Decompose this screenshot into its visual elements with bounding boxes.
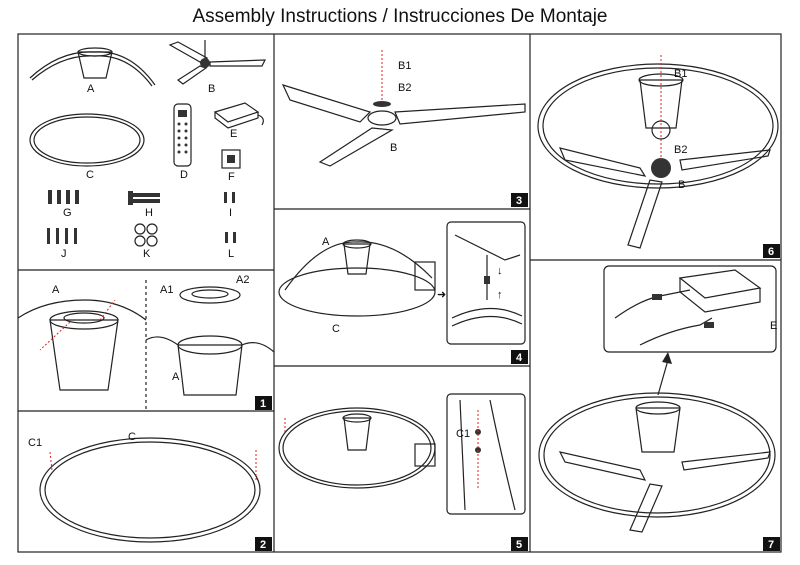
step7-receiver-inset	[603, 265, 777, 353]
step2-ring	[39, 437, 261, 543]
step4-label-a: A	[322, 236, 330, 248]
part-h-bolts	[128, 191, 160, 205]
step-badge	[511, 537, 528, 551]
step-badge	[763, 537, 780, 551]
part-label-i: I	[229, 207, 232, 219]
step3-label-b: B	[390, 142, 397, 154]
part-label-a: A	[87, 83, 95, 95]
step3-label-b1: B1	[398, 60, 411, 72]
step6-label-b1: B1	[674, 68, 687, 80]
arrow-down-icon: ↓	[497, 265, 503, 277]
arrow-up-icon: ↑	[497, 289, 503, 301]
step1-label-a: A	[52, 284, 60, 296]
step4-number: 4	[516, 352, 523, 364]
part-label-b: B	[208, 83, 215, 95]
part-label-f: F	[228, 171, 235, 183]
step6-number: 6	[768, 246, 774, 258]
step3-blades	[281, 50, 526, 167]
part-d-remote	[173, 103, 192, 167]
step5-label-c1: C1	[456, 428, 470, 440]
part-label-c: C	[86, 169, 94, 181]
step-badge	[763, 244, 780, 258]
step5-detail-inset	[446, 393, 526, 515]
step5-number: 5	[516, 539, 522, 551]
part-f-bracket	[221, 149, 241, 169]
part-label-e: E	[230, 128, 237, 140]
step1-label-a2: A2	[236, 274, 249, 286]
part-c-ring	[29, 113, 145, 167]
step6-label-b2: B2	[674, 144, 687, 156]
step5-assembly	[278, 407, 436, 489]
step6-assembly	[537, 55, 779, 249]
step6-label-b: B	[678, 179, 685, 191]
step2-label-c: C	[128, 431, 136, 443]
part-label-l: L	[228, 248, 234, 260]
part-e-receiver	[213, 102, 264, 129]
part-j-screws	[47, 228, 77, 244]
page-title: Assembly Instructions / Instrucciones De…	[192, 6, 608, 27]
part-k-washers	[134, 223, 158, 247]
part-b-blades	[168, 40, 266, 85]
part-i-screws	[224, 192, 235, 203]
part-g-anchors	[48, 190, 79, 204]
part-label-d: D	[180, 169, 188, 181]
step1-number: 1	[260, 398, 266, 410]
step3-number: 3	[516, 195, 522, 207]
step2-number: 2	[260, 539, 266, 551]
part-l-screws	[225, 232, 236, 243]
step4-detail-inset	[446, 221, 526, 345]
part-label-k: K	[143, 248, 151, 260]
step7-label-e: E	[770, 320, 777, 332]
part-a-canopy-arms	[29, 47, 156, 87]
step-badge	[511, 350, 528, 364]
step3-label-b2: B2	[398, 82, 411, 94]
step1-label-a1: A1	[160, 284, 173, 296]
part-label-h: H	[145, 207, 153, 219]
step-badge	[255, 396, 272, 410]
step-badge	[255, 537, 272, 551]
arrow-right-icon: ➜	[437, 289, 446, 301]
step1-right-canopy	[145, 286, 275, 396]
step1-label-a-right: A	[172, 371, 180, 383]
step7-number: 7	[768, 539, 774, 551]
step7-assembly	[538, 352, 776, 533]
step4-assembly	[278, 239, 436, 317]
part-label-j: J	[61, 248, 67, 260]
step-badge	[511, 193, 528, 207]
step4-label-c: C	[332, 323, 340, 335]
step2-label-c1: C1	[28, 437, 42, 449]
step1-left-canopy	[17, 299, 147, 391]
sheet-frame	[17, 33, 782, 553]
part-label-g: G	[63, 207, 72, 219]
